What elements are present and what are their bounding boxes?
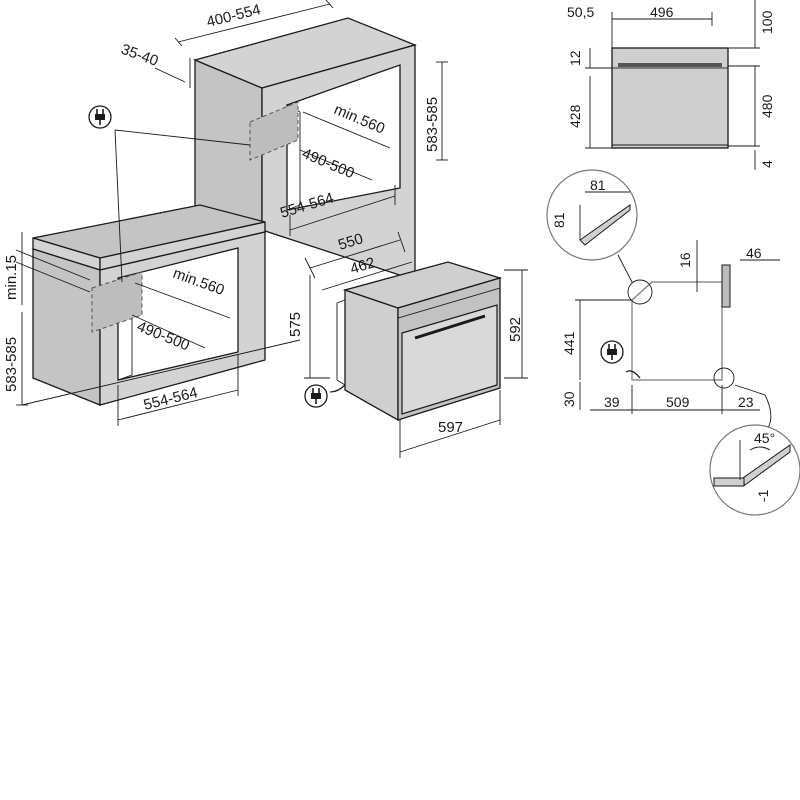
power-plug-icon	[600, 340, 624, 364]
dim-side-30: 30	[561, 391, 577, 407]
dim-oven-width: 597	[438, 419, 463, 436]
power-plug-icon	[304, 384, 328, 408]
power-plug-icon	[88, 105, 112, 129]
dim-oven-depth: 550	[336, 230, 365, 254]
dim-tall-height: 583-585	[424, 97, 441, 152]
dim-front-bottom-gap: 4	[759, 160, 775, 168]
dim-base-height: 583-585	[3, 337, 20, 392]
oven-handle	[414, 314, 486, 340]
socket-zone-lower	[91, 271, 143, 333]
dim-back-gap: 35-40	[119, 41, 161, 70]
socket-zone-upper	[249, 101, 299, 161]
dim-front-top-height: 100	[759, 10, 775, 34]
tall-cabinet	[193, 17, 418, 281]
dim-side-23: 23	[738, 394, 754, 410]
side-view: 81 81 16 46 441 30 39 509 23	[546, 169, 800, 516]
front-view: 50,5 496 100 12 428 480 4	[567, 0, 775, 170]
dim-angle: 45°	[754, 430, 775, 446]
dim-side-16: 16	[677, 252, 693, 268]
dim-side-46: 46	[746, 245, 762, 261]
dim-oven-height: 575	[287, 312, 304, 337]
dim-front-panel-height: 12	[567, 50, 583, 66]
plug-leaders	[114, 129, 251, 283]
detail-circle-top	[546, 169, 638, 261]
dim-front-offset: 50,5	[567, 4, 594, 20]
oven-isometric	[329, 261, 503, 422]
dim-detail-h: 81	[551, 212, 567, 228]
dim-side-441: 441	[561, 331, 577, 355]
oven-door	[401, 304, 498, 415]
base-cabinet	[32, 204, 266, 406]
dim-detail-w: 81	[590, 177, 606, 193]
dim-offset: -1	[755, 489, 771, 502]
dim-oven-body-depth: 462	[348, 254, 377, 278]
dim-side-509: 509	[666, 394, 690, 410]
dim-oven-front-height: 592	[507, 317, 524, 342]
dim-top-width: 400-554	[205, 1, 263, 31]
dim-front-cavity-height: 428	[567, 104, 583, 128]
dim-front-body-height: 480	[759, 94, 775, 118]
dim-side-39: 39	[604, 394, 620, 410]
dim-base-top-gap: min.15	[3, 255, 20, 300]
dim-front-width: 496	[650, 4, 674, 20]
oven-body	[344, 289, 399, 422]
oven-dimensions: 550 462 575 592 597	[287, 230, 528, 458]
